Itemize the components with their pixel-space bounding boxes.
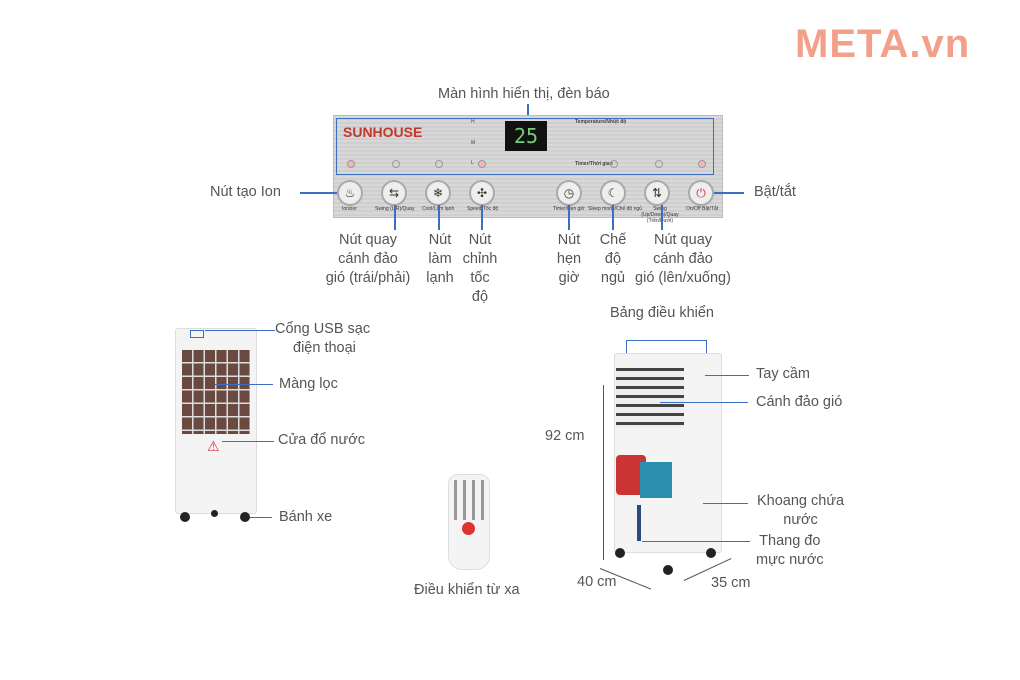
swing-ud-icon[interactable]: ⇅	[644, 180, 670, 206]
height-dimension-line	[603, 385, 604, 560]
callout-line	[481, 205, 483, 230]
temperature-label: Temperature/Nhiệt độ	[575, 119, 627, 125]
callout-power: Bật/tắt	[754, 184, 796, 200]
callout-wheels: Bánh xe	[279, 509, 333, 525]
callout-line	[660, 402, 748, 404]
indicator-light	[655, 160, 663, 168]
button-label: Sleep mode/Chế độ ngủ	[588, 206, 642, 212]
timer-label: Timer/Thời gian	[575, 161, 613, 167]
meta-logo: META.vn	[795, 22, 971, 66]
clock-icon[interactable]: ◷	[556, 180, 582, 206]
speed-m: M	[471, 140, 476, 146]
remote-buttons	[454, 480, 484, 520]
button-label: On/Off Bật/Tắt	[686, 206, 719, 212]
callout-line	[438, 205, 440, 230]
swing-lr-icon[interactable]: ⇆	[381, 180, 407, 206]
water-gauge	[637, 505, 641, 541]
louver	[616, 368, 684, 428]
control-panel-bracket	[626, 340, 707, 354]
display-highlight	[336, 118, 714, 175]
snowflake-icon[interactable]: ❄	[425, 180, 451, 206]
wheel	[211, 510, 218, 517]
callout-line	[300, 192, 337, 194]
wheel	[615, 548, 625, 558]
speed-h: H	[471, 119, 475, 125]
indicator-light	[478, 160, 486, 168]
wheel	[180, 512, 190, 522]
callout-line	[714, 192, 744, 194]
callout-line	[250, 517, 272, 519]
callout-filter: Màng lọc	[279, 376, 338, 392]
warning-icon: ⚠	[207, 438, 220, 454]
indicator-light	[347, 160, 355, 168]
callout-line	[661, 205, 663, 230]
temperature-display: 25	[505, 121, 547, 151]
callout-line	[205, 330, 275, 332]
remote-power-icon	[462, 522, 475, 535]
callout-handle: Tay cầm	[756, 366, 810, 382]
dimension-width: 40 cm	[577, 574, 617, 590]
callout-louver: Cánh đảo gió	[756, 394, 843, 410]
brand-label: SUNHOUSE	[343, 124, 423, 140]
power-icon[interactable]: ⏻	[688, 180, 714, 206]
callout-line	[394, 205, 396, 230]
speed-l: L	[471, 160, 474, 166]
indicator-light	[392, 160, 400, 168]
feature-sticker	[640, 462, 672, 498]
indicator-light	[698, 160, 706, 168]
callout-line	[705, 375, 749, 377]
wheel	[663, 565, 673, 575]
indicator-light	[610, 160, 618, 168]
callout-remote: Điều khiển từ xa	[414, 582, 520, 598]
callout-line	[642, 541, 750, 543]
button-label: Speed/Tốc độ	[467, 206, 499, 212]
dimension-depth: 35 cm	[711, 575, 751, 591]
indicator-light	[435, 160, 443, 168]
callout-line	[527, 104, 529, 118]
wheel	[706, 548, 716, 558]
button-label: Swing (Up/Down)/Quay (Trên/Dưới)	[641, 206, 679, 224]
wheel	[240, 512, 250, 522]
filter-grid-lines	[182, 350, 250, 434]
usb-port	[190, 330, 204, 338]
moon-icon[interactable]: ☾	[600, 180, 626, 206]
dimension-height: 92 cm	[545, 428, 585, 444]
callout-line	[703, 503, 748, 505]
callout-line	[568, 205, 570, 230]
callout-line	[222, 441, 274, 443]
callout-display: Màn hình hiển thị, đèn báo	[438, 86, 610, 102]
fan-speed-icon[interactable]: ✣	[469, 180, 495, 206]
callout-ion: Nút tạo Ion	[210, 184, 281, 200]
callout-line	[612, 205, 614, 230]
ionizer-icon[interactable]: ♨	[337, 180, 363, 206]
callout-water-door: Cửa đổ nước	[278, 432, 365, 448]
callout-line	[215, 384, 273, 386]
callout-control-panel: Bảng điều khiển	[610, 305, 714, 321]
button-label: Ionizer	[342, 206, 358, 212]
